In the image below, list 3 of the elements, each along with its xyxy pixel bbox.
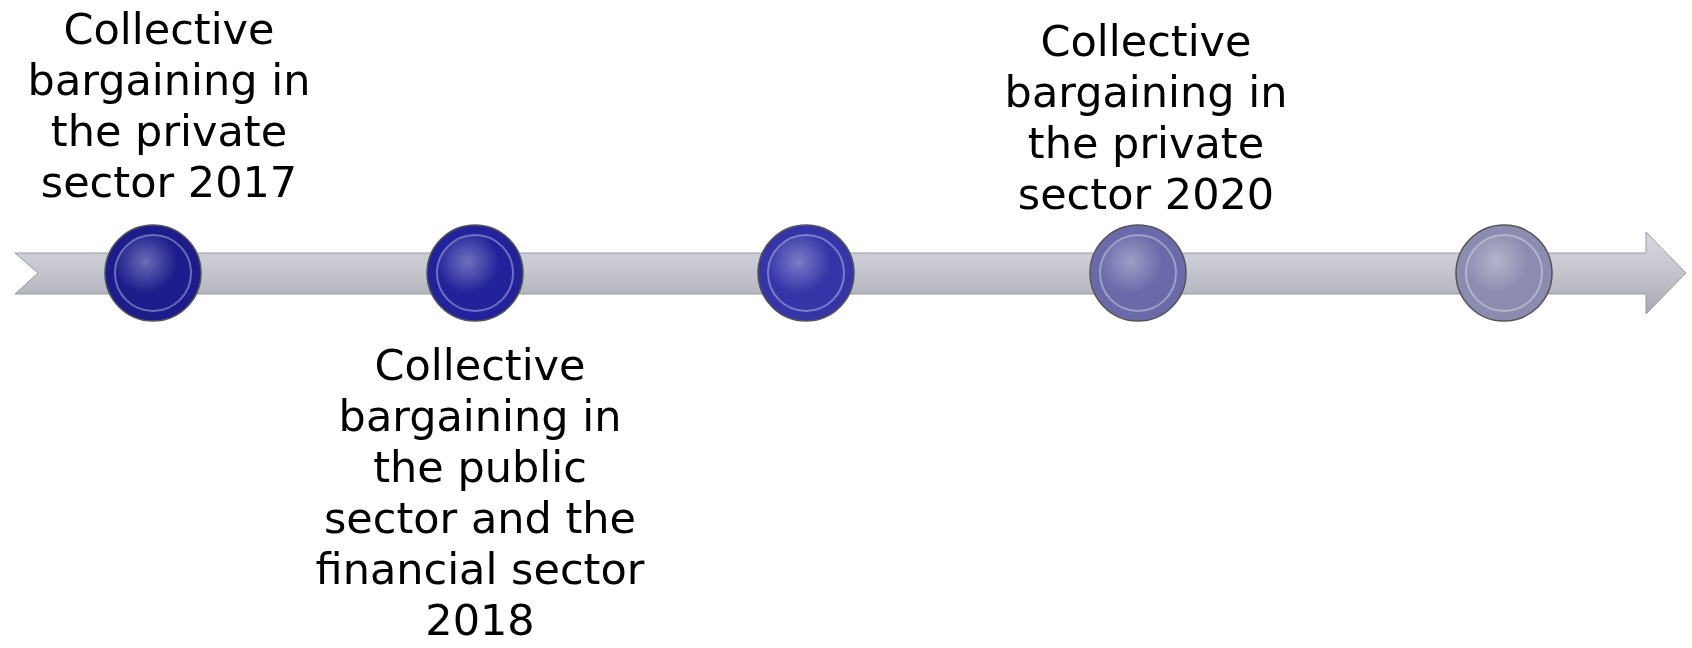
- milestone-label: Collective bargaining in the private sector 2020: [1003, 16, 1289, 220]
- milestone-label: Collective bargaining in the public sector and the financial sector 2018: [315, 340, 645, 646]
- milestone-label: Collective bargaining in the private sector 2017: [26, 4, 312, 208]
